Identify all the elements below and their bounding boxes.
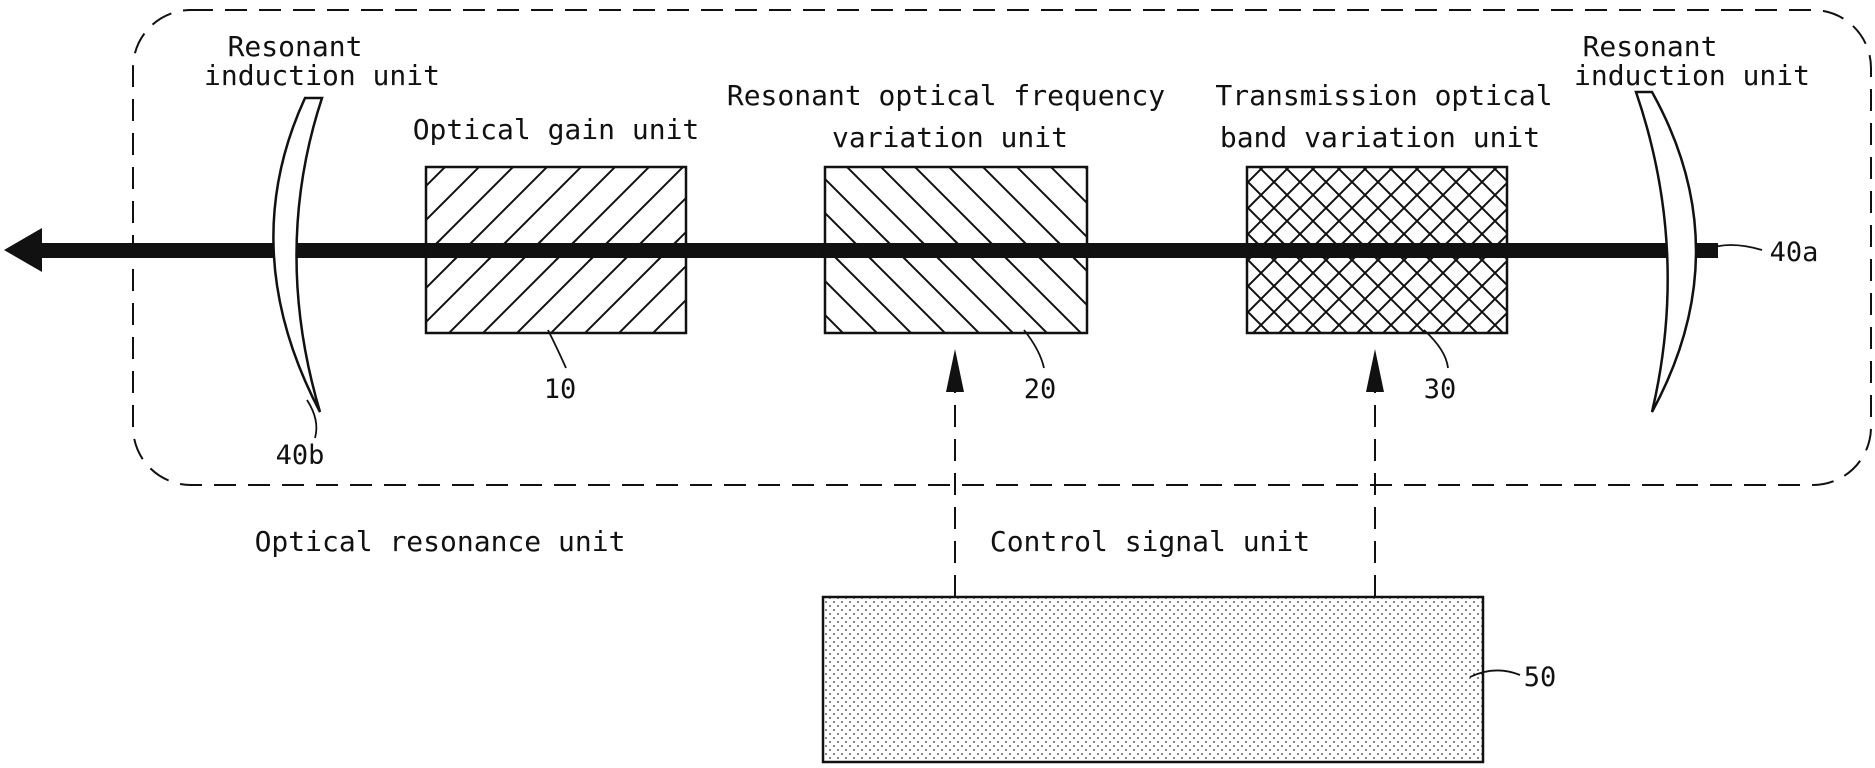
leader-line-40a [1705,244,1763,251]
leader-line-30 [1423,329,1449,369]
left-mirror-40b [272,96,324,413]
control-arrow-to-30-icon [1366,349,1384,392]
frequency-variation-unit-bg [826,240,1086,261]
right-induction-label-line2: induction unit [1574,59,1810,92]
left-induction-label-line1: Resonant [228,30,363,63]
leader-line-10 [547,329,567,369]
ref-numeral-10: 10 [544,374,577,405]
right-induction-label-line1: Resonant [1583,30,1718,63]
leader-line-50 [1469,669,1521,678]
leader-line-40b [306,399,318,439]
control-arrow-to-20-icon [946,349,964,392]
control-signal-label: Control signal unit [990,525,1310,558]
ref-numeral-50: 50 [1524,662,1557,693]
ref-numeral-20: 20 [1024,374,1057,405]
output-arrow-icon [4,228,42,272]
ref-numeral-30: 30 [1424,374,1457,405]
leader-line-20 [1023,329,1045,369]
right-mirror-40a [1634,90,1698,413]
frequency-variation-label-line2: variation unit [832,121,1068,154]
optical-gain-label: Optical gain unit [413,113,700,146]
optical-gain-unit-bg [427,240,685,261]
band-variation-label-line1: Transmission optical [1215,79,1552,112]
ref-numeral-40b: 40b [276,440,325,471]
ref-numeral-40a: 40a [1770,237,1819,268]
left-induction-label-line2: induction unit [204,59,440,92]
frequency-variation-label-line1: Resonant optical frequency [727,79,1165,112]
control-signal-unit-box [821,595,1485,764]
optical-resonance-label: Optical resonance unit [255,525,626,558]
band-variation-label-line2: band variation unit [1220,121,1540,154]
band-variation-unit-bg [1248,240,1506,261]
